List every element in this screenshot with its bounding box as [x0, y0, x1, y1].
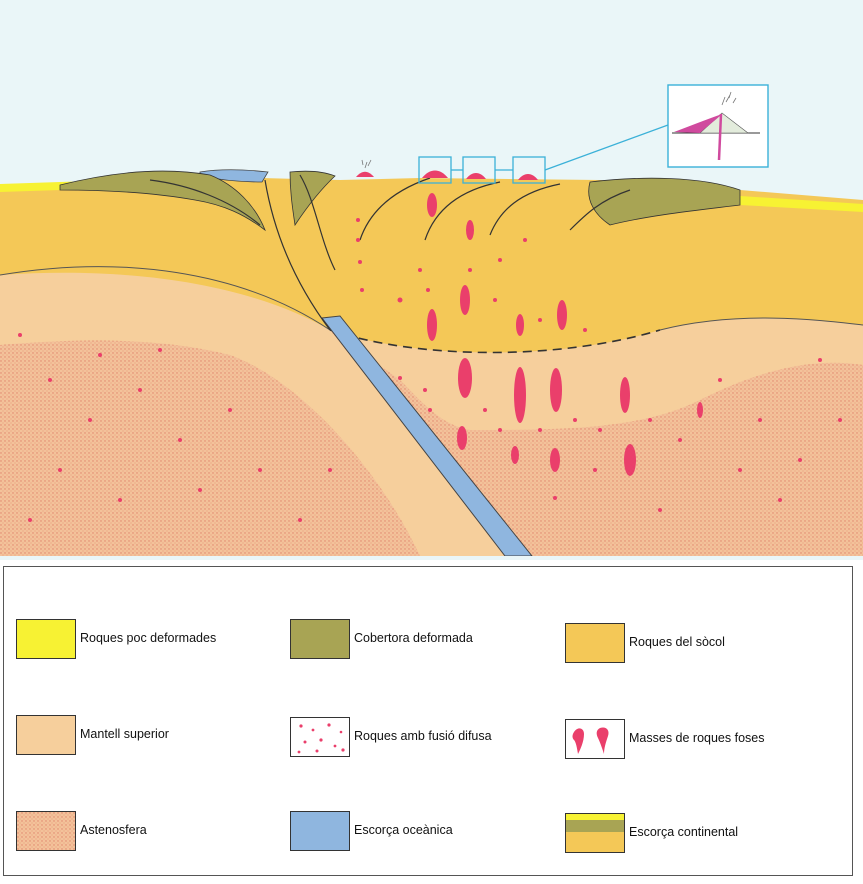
- legend-label: Cobertora deformada: [354, 631, 473, 645]
- volcano-3: [466, 173, 486, 179]
- continental-crust: [0, 178, 863, 353]
- legend-label: Roques poc deformades: [80, 631, 217, 645]
- legend-label: Escorça oceànica: [354, 823, 453, 837]
- legend-label: Roques amb fusió difusa: [354, 729, 492, 743]
- magma-bodies: [427, 193, 703, 476]
- magnifier-boxes: [418, 124, 669, 184]
- undeformed-rocks-right: [740, 196, 863, 212]
- swatch-dotted-orange-icon: [16, 811, 76, 851]
- swatch-solid-yellow-icon: [16, 619, 76, 659]
- lithosphere-boundary: [329, 329, 661, 354]
- upper-mantle-right: [330, 318, 863, 430]
- legend-label: Mantell superior: [80, 727, 169, 741]
- legend-label: Escorça continental: [629, 825, 739, 839]
- legend-label: Astenosfera: [80, 823, 147, 837]
- swatch-ochre-icon: [565, 623, 625, 663]
- deformed-cover-right: [588, 177, 741, 226]
- oceanic-slab: [321, 315, 533, 556]
- cross-section-svg: [0, 0, 863, 560]
- volcano-4: [518, 174, 538, 180]
- legend-label: Roques del sòcol: [629, 635, 725, 649]
- legend-label: Masses de roques foses: [629, 731, 765, 745]
- swatch-layered-icon: [565, 813, 625, 853]
- swatch-magma-blobs-icon: [565, 719, 625, 759]
- diffuse-melt-dots: [18, 218, 842, 522]
- deformed-cover-left: [59, 170, 266, 232]
- swatch-olive-icon: [290, 619, 350, 659]
- swatch-blue-icon: [290, 811, 350, 851]
- swatch-peach-icon: [16, 715, 76, 755]
- swatch-scattered-dots-icon: [290, 717, 350, 757]
- subduction-cross-section: [0, 0, 863, 560]
- volcano-2: [422, 170, 448, 178]
- volcano-inset: [667, 84, 769, 168]
- deformed-cover-center: [289, 170, 336, 227]
- legend: Roques poc deformades Cobertora deformad…: [3, 566, 853, 876]
- volcano-1: [356, 159, 374, 177]
- upper-mantle-left: [0, 266, 510, 556]
